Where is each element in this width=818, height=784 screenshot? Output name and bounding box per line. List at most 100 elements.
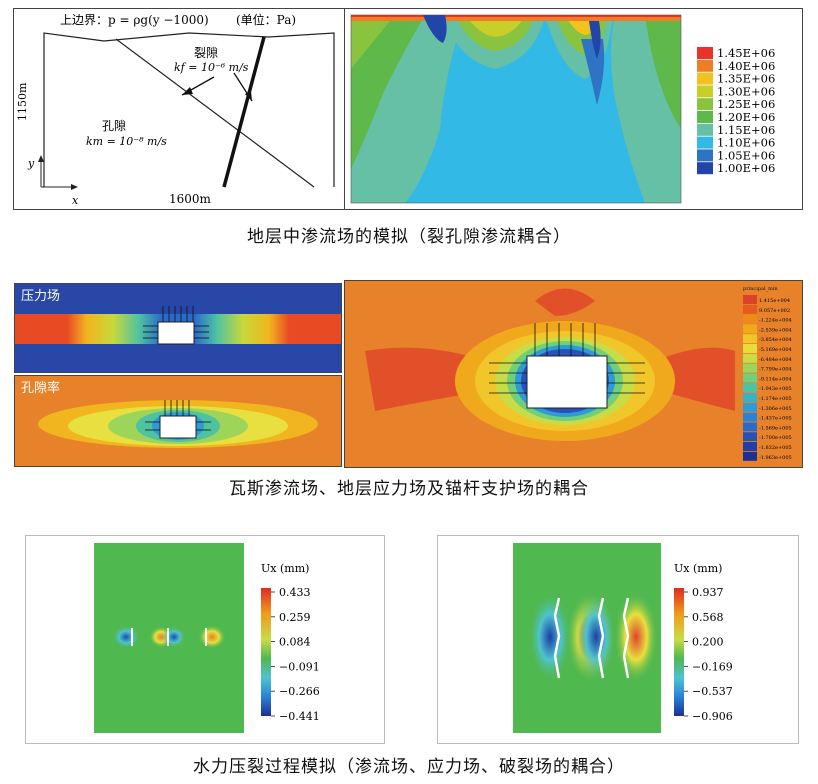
pressure-bolts — [143, 306, 209, 339]
boundary-label: 上边界：p = ρg(y −1000) — [60, 13, 209, 27]
fracture-1-neg-zone-2 — [162, 626, 186, 648]
arrowhead-right — [245, 91, 252, 101]
seepage-field-svg: 1.45E+061.40E+061.35E+061.30E+061.25E+06… — [350, 14, 775, 204]
stress-opening — [526, 355, 608, 409]
height-label: 1150m — [16, 82, 29, 121]
stress-top-red — [535, 288, 595, 316]
legend-4-label: 9.057e+002 — [759, 308, 790, 314]
fracture-1-neg-zone-1 — [112, 625, 140, 649]
legend-4-swatch — [743, 344, 757, 353]
legend-4-label: -6.484e+004 — [759, 357, 792, 363]
legend-4-label: -1.437e+005 — [759, 416, 792, 422]
legend-2-swatch — [697, 59, 713, 72]
fracture-2-neg-zone-2 — [576, 593, 616, 681]
legend-4-label: -1.043e+005 — [759, 386, 792, 392]
fracture-label: 裂隙 — [194, 46, 218, 60]
model-schematic-svg: 上边界：p = ρg(y −1000) (单位：Pa) 裂隙 kf = 10⁻⁶… — [16, 12, 335, 207]
legend-2-swatch — [697, 98, 713, 111]
thick-fracture — [222, 36, 266, 188]
legend-2-label: 1.20E+06 — [717, 110, 775, 124]
legend-tick-label: −0.266 — [279, 685, 320, 698]
legend-5-title: Ux (mm) — [261, 562, 309, 575]
legend-4-label: -2.539e+004 — [759, 327, 792, 333]
legend-4-swatch — [743, 442, 757, 451]
fracture-disp-svg-1: Ux (mm) 0.433 0.259 0.084 −0.091 −0.266 −0.44… — [94, 543, 320, 733]
stress-legend: 1.415e+0049.057e+002-1.224e+004-2.539e+0… — [743, 295, 792, 461]
porosity-opening — [159, 415, 197, 439]
pore-label: 孔隙 — [102, 119, 126, 133]
pressure-field-svg: 压力场 — [15, 284, 341, 372]
fracture-disp-panel-1: Ux (mm) 0.433 0.259 0.084 −0.091 −0.266 −0.44… — [25, 535, 385, 744]
legend-2-label: 1.00E+06 — [717, 161, 775, 175]
caption-hydrofrac: 水力压裂过程模拟（渗流场、应力场、破裂场的耦合） — [193, 757, 625, 777]
x-axis-arrow — [71, 184, 78, 190]
legend-4-swatch — [743, 432, 757, 442]
legend-2-swatch — [697, 149, 713, 162]
arrowhead-left — [182, 87, 193, 95]
y-axis-arrow — [38, 155, 44, 162]
legend-4-swatch — [743, 412, 757, 422]
legend-2-label: 1.10E+06 — [717, 136, 775, 150]
legend-4-label: -1.174e+005 — [759, 396, 792, 402]
unit-label: (单位：Pa) — [236, 12, 296, 27]
stress-field-svg: principal_min 1.415e+0049.057e+002-1.224… — [345, 281, 802, 467]
fracture-2-pos-zone-2 — [614, 591, 658, 683]
porosity-panel: 孔隙率 — [14, 375, 342, 467]
legend-2-swatch — [697, 85, 713, 98]
legend-tick-label: 0.568 — [692, 611, 724, 624]
legend-4-label: -5.169e+004 — [759, 347, 792, 353]
legend-tick-label: −0.091 — [279, 660, 320, 673]
legend-4-label: -7.799e+004 — [759, 367, 792, 373]
caption-coupling: 瓦斯渗流场、地层应力场及锚杆支护场的耦合 — [229, 479, 589, 499]
legend-4-swatch — [743, 295, 757, 304]
pore-k-label: km = 10⁻⁸ m/s — [86, 135, 167, 148]
fracture-1-cracks — [131, 628, 207, 646]
legend-4-label: -1.224e+004 — [759, 318, 792, 324]
legend-4-swatch — [743, 451, 757, 461]
legend-tick-label: −0.441 — [279, 710, 320, 723]
pressure-opening — [157, 321, 195, 345]
legend-tick-label: 0.259 — [279, 611, 311, 624]
legend-2-swatch — [697, 136, 713, 149]
porosity-label: 孔隙率 — [21, 380, 60, 396]
seepage-legend: 1.45E+061.40E+061.35E+061.30E+061.25E+06… — [697, 46, 775, 175]
legend-tick-label: 0.084 — [279, 636, 311, 649]
legend-4-swatch — [743, 314, 757, 324]
legend-tick-label: −0.169 — [692, 660, 733, 673]
pressure-field-panel: 压力场 — [14, 283, 342, 373]
stress-bolts — [489, 323, 645, 394]
legend-2-swatch — [697, 47, 713, 59]
legend-4-swatch — [743, 393, 757, 402]
stress-wing-right — [655, 347, 735, 411]
legend-4-label: -1.963e+005 — [759, 455, 792, 461]
fracture-1-pos-zone-2 — [198, 625, 226, 649]
legend-4-swatch — [743, 422, 757, 432]
legend-4-swatch — [743, 383, 757, 393]
legend-4-label: -1.306e+005 — [759, 406, 792, 412]
legend-2-swatch — [697, 72, 713, 85]
legend-tick-label: −0.537 — [692, 685, 733, 698]
legend-4-swatch — [743, 304, 757, 314]
legend-4-swatch — [743, 334, 757, 344]
axis-x-label: x — [72, 194, 79, 207]
stress-legend-title: principal_min — [743, 286, 778, 292]
legend-4-label: -1.569e+005 — [759, 425, 792, 431]
fracture-2-cracks — [553, 597, 630, 679]
porosity-svg: 孔隙率 — [15, 376, 341, 466]
fracture-k-label: kf = 10⁻⁶ m/s — [174, 61, 249, 74]
legend-tick-label: 0.433 — [279, 586, 311, 599]
legend-4-label: -3.854e+004 — [759, 337, 792, 343]
legend-4-label: -9.114e+004 — [759, 376, 792, 382]
axis-y-label: y — [27, 157, 35, 170]
legend-4-swatch — [743, 324, 757, 334]
legend-2-swatch — [697, 162, 713, 175]
caption-seepage: 地层中渗流场的模拟（裂孔隙渗流耦合） — [247, 227, 571, 247]
porosity-bolts — [145, 400, 211, 431]
legend-4-swatch — [743, 353, 757, 363]
legend-4-label: -1.832e+005 — [759, 445, 792, 451]
legend-2-label: 1.25E+06 — [717, 97, 775, 111]
stress-wing-left — [365, 347, 485, 411]
legend-2-swatch — [697, 123, 713, 136]
